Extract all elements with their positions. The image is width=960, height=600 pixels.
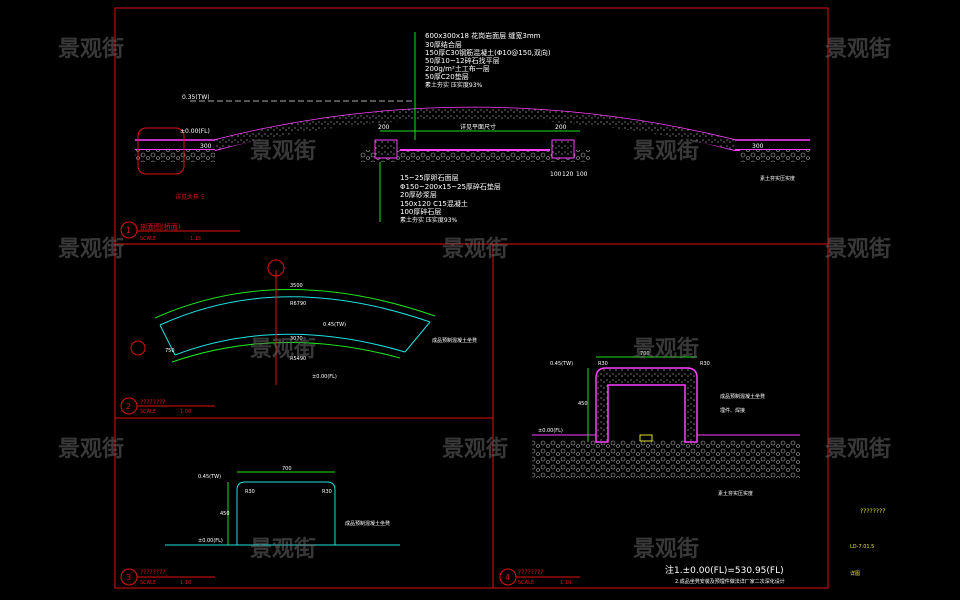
remark-1: 注1.±0.00(FL)=530.95(FL)	[665, 564, 784, 576]
scale-label: SCALE	[140, 236, 156, 242]
watermark: 景观街	[250, 138, 316, 164]
layer-label: 100厚碎石层	[400, 207, 441, 216]
scale-value: 1:00	[180, 409, 191, 415]
layer-label: 50厚C20垫层	[425, 72, 469, 81]
scale-label: SCALE	[518, 580, 534, 586]
dim-label: 详见平面尺寸	[460, 123, 496, 131]
layer-label: 600x300x18 花岗岩面层 缝宽3mm	[425, 31, 541, 40]
dim-label: R5490	[290, 356, 306, 362]
watermark: 景观街	[250, 536, 316, 562]
drawing-type: 详图	[850, 570, 860, 577]
watermark: 景观街	[250, 336, 316, 362]
elev-label: 0.45(TW)	[550, 361, 573, 367]
layer-label: 素土夯实 压实度93%	[425, 81, 483, 89]
layer-label: 20厚砂浆层	[400, 190, 437, 199]
elev-label: ±0.00(FL)	[180, 128, 210, 135]
frame	[114, 7, 829, 589]
section-title: 剖面图(桥面)	[140, 222, 181, 231]
note-label: 成品预制混凝土坐凳	[432, 337, 477, 344]
watermark: 景观街	[633, 138, 699, 164]
section-title: ????????	[140, 569, 165, 576]
note-label: 素土夯实压实度	[718, 490, 753, 497]
watermark: 景观街	[825, 436, 891, 462]
dim-label: 450	[220, 511, 230, 517]
elev-label: 0.45(TW)	[323, 322, 346, 328]
dim-label: 3500	[290, 283, 303, 289]
scale-label: SCALE	[140, 580, 156, 586]
callout-label: 详见大样 5	[175, 193, 205, 201]
dim-label: 120	[562, 171, 574, 178]
watermark: 景观街	[58, 436, 124, 462]
layer-label: 素土夯实 压实度93%	[400, 216, 458, 224]
layer-label: 15~25厚卵石面层	[400, 173, 459, 182]
section-number: 2	[126, 402, 131, 411]
watermark: 景观街	[58, 236, 124, 262]
dim-label: R30	[322, 489, 332, 495]
layer-label: 150厚C30钢筋混凝土(Φ10@150,双向)	[425, 48, 551, 57]
scale-value: 1:15	[190, 236, 201, 242]
section-1-bridge	[135, 32, 810, 222]
watermarks: 景观街 景观街 景观街 景观街 景观街 景观街 景观街 景观街 景观街 景观街 …	[58, 36, 891, 562]
dim-label: 450	[578, 401, 588, 407]
watermark: 景观街	[825, 36, 891, 62]
title-2: 2 ???????? SCALE 1:00	[120, 397, 215, 415]
dim-label: 200	[555, 124, 567, 131]
layer-label: 30厚结合层	[425, 40, 462, 49]
layer-label: 50厚10~12碎石找平层	[425, 56, 500, 65]
note-label: 成品预制混凝土坐凳	[720, 393, 765, 400]
elev-label: ±0.00(FL)	[198, 538, 223, 544]
note-label: 埋件、焊接	[720, 407, 745, 414]
dim-label: 100	[550, 171, 562, 178]
section-3-profile	[165, 471, 400, 546]
layer-label: 150x120 C15混凝土	[400, 199, 468, 208]
title-1: 1 剖面图(桥面) SCALE 1:15	[120, 221, 240, 242]
title-4: 4 ???????? SCALE 1:10	[499, 568, 580, 586]
watermark: 景观街	[58, 36, 124, 62]
dim-label: R6790	[290, 301, 306, 307]
scale-value: 1:10	[180, 580, 191, 586]
note-label: 素土夯实压实度	[760, 175, 795, 182]
scale-value: 1:10	[560, 580, 571, 586]
layer-label: 200g/m²土工布一层	[425, 64, 490, 73]
section-number: 1	[126, 226, 131, 235]
dim-label: 3070	[290, 336, 303, 342]
section-title: ????????	[518, 569, 543, 576]
watermark: 景观街	[442, 436, 508, 462]
note-label: 成品预制混凝土坐凳	[345, 520, 390, 527]
watermark: 景观街	[825, 236, 891, 262]
title-3: 3 ???????? SCALE 1:10	[120, 568, 215, 586]
dim-label: 200	[378, 124, 390, 131]
dim-label: 700	[282, 466, 292, 472]
dim-label: 700	[640, 351, 650, 357]
layer-label: Φ150~200x15~25厚碎石垫层	[400, 182, 501, 191]
section-4-section	[532, 356, 800, 478]
dim-label: 300	[200, 143, 212, 150]
drawing-number: LD-7.01.5	[850, 544, 874, 550]
dim-label: 100	[576, 171, 588, 178]
watermark: 景观街	[442, 236, 508, 262]
section-number: 4	[505, 573, 510, 582]
section-number: 3	[126, 573, 131, 582]
remark-2: 2.成品坐凳安装及预埋件做法详厂家二次深化设计	[675, 578, 785, 585]
section-title: ????????	[140, 399, 165, 406]
dim-label: 750	[165, 348, 175, 354]
dim-label: R30	[245, 489, 255, 495]
scale-label: SCALE	[140, 409, 156, 415]
elev-label: 0.35(TW)	[182, 94, 210, 101]
dim-label: R30	[700, 361, 710, 367]
titleblock-label: ????????	[860, 508, 885, 515]
section-2-plan	[130, 259, 436, 385]
elev-label: ±0.00(FL)	[538, 428, 563, 434]
watermark: 景观街	[633, 536, 699, 562]
elev-label: ±0.00(FL)	[312, 374, 337, 380]
dim-label: R30	[598, 361, 608, 367]
watermark: 景观街	[633, 336, 699, 362]
dim-label: 300	[752, 143, 764, 150]
elev-label: 0.45(TW)	[198, 474, 221, 480]
